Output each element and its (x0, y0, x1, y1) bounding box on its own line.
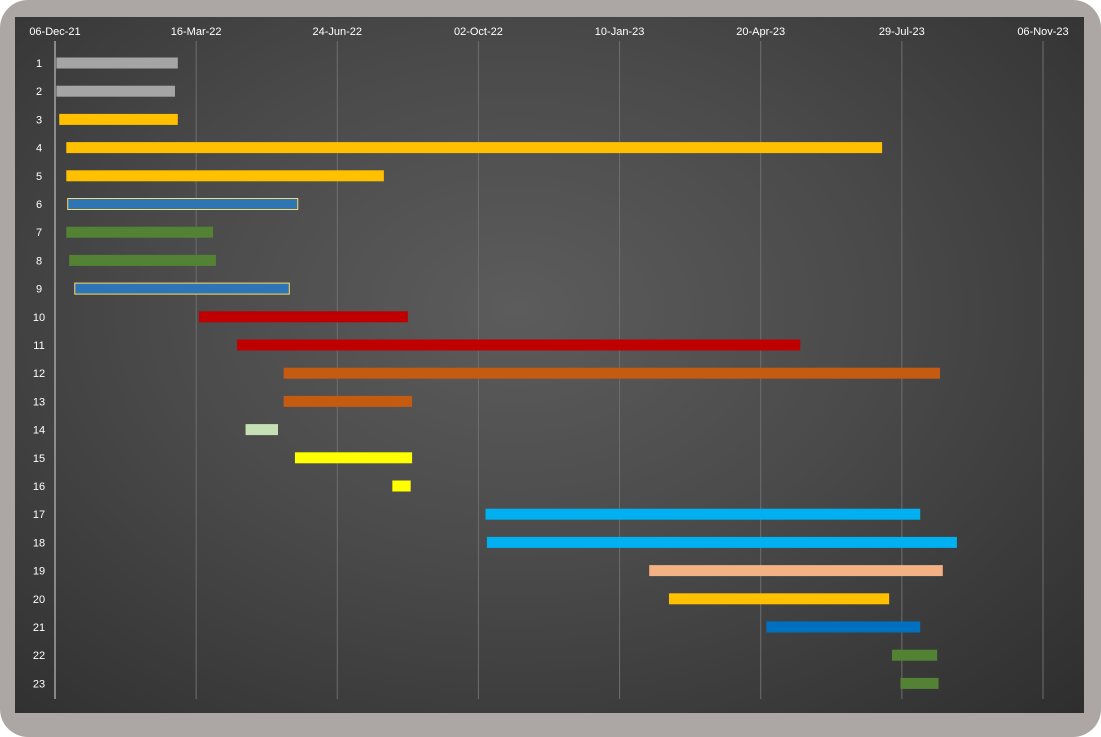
y-category-label: 18 (33, 537, 45, 549)
y-category-label: 14 (33, 425, 45, 437)
x-tick-label: 29-Jul-23 (879, 26, 925, 38)
gantt-bar (66, 226, 214, 238)
gantt-bar (198, 311, 408, 323)
y-category-label: 7 (36, 227, 42, 239)
gantt-bar (891, 649, 938, 661)
y-category-label: 9 (36, 284, 42, 296)
gantt-bar (67, 198, 299, 210)
gantt-bar (56, 57, 178, 69)
y-category-label: 23 (33, 678, 45, 690)
gantt-bar (294, 452, 413, 464)
gantt-bar (486, 536, 957, 548)
y-category-label: 13 (33, 396, 45, 408)
y-category-label: 8 (36, 255, 42, 267)
gantt-bar (69, 254, 216, 266)
y-category-label: 11 (33, 340, 44, 352)
x-tick-label: 02-Oct-22 (454, 26, 503, 38)
y-category-label: 3 (36, 114, 42, 126)
x-tick-label: 06-Nov-23 (1017, 26, 1068, 38)
x-tick-label: 24-Jun-22 (313, 26, 363, 38)
x-tick-label: 16-Mar-22 (171, 26, 222, 38)
gantt-bar (66, 170, 384, 182)
y-category-label: 2 (36, 86, 42, 98)
gantt-bar (668, 593, 890, 605)
y-category-label: 12 (33, 368, 45, 380)
y-category-label: 19 (33, 566, 45, 578)
y-category-label: 21 (33, 622, 45, 634)
gantt-bar (56, 85, 175, 97)
gantt-bar (283, 395, 413, 407)
gantt-bar (66, 142, 883, 154)
gantt-chart: 06-Dec-21 16-Mar-22 24-Jun-22 02-Oct-22 10-J… (29, 26, 1069, 699)
gantt-bar (766, 621, 921, 633)
y-category-label: 1 (36, 58, 42, 70)
gantt-bar (485, 508, 921, 520)
x-tick-label: 06-Dec-21 (29, 26, 80, 38)
gantt-bar (74, 282, 290, 295)
gantt-bar (237, 339, 801, 351)
y-category-label: 6 (36, 199, 42, 211)
chart-plot-area: 06-Dec-21 16-Mar-22 24-Jun-22 02-Oct-22 10-J… (15, 17, 1084, 713)
y-category-label: 22 (33, 650, 45, 662)
y-category-label: 20 (33, 594, 45, 606)
gantt-bar (392, 480, 411, 492)
gantt-bar (900, 677, 939, 689)
x-tick-label: 10-Jan-23 (595, 26, 645, 38)
gantt-bar (649, 565, 943, 577)
y-category-label: 5 (36, 171, 42, 183)
y-category-label: 17 (33, 509, 45, 521)
y-category-label: 10 (33, 312, 45, 324)
x-tick-label: 20-Apr-23 (736, 26, 785, 38)
y-category-label: 15 (33, 453, 45, 465)
y-category-label: 16 (33, 481, 45, 493)
y-category-label: 4 (36, 143, 42, 155)
gantt-bar (245, 424, 279, 436)
gantt-bar (59, 113, 178, 125)
gantt-bar (283, 367, 940, 379)
